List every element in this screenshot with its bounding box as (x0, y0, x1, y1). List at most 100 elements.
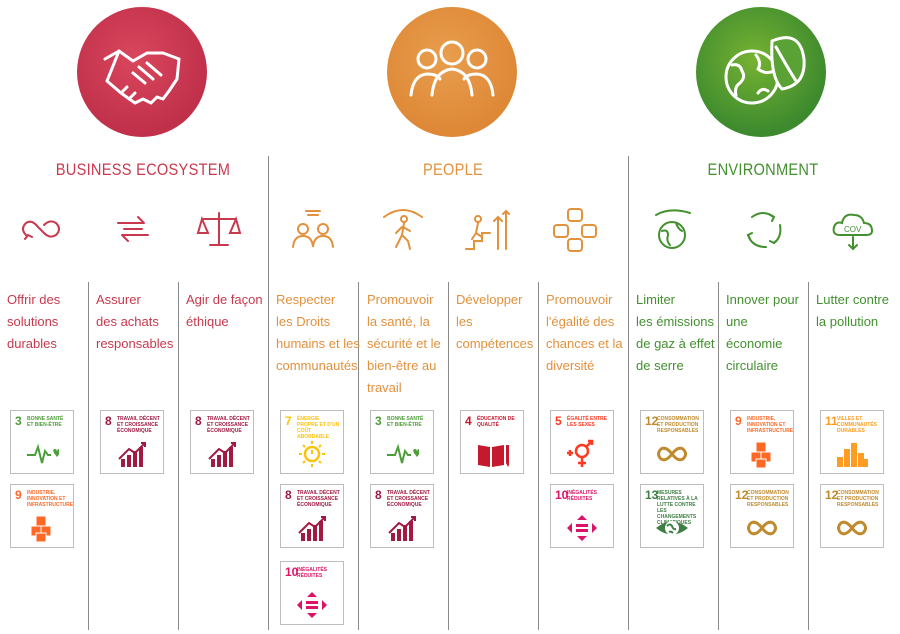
text-line: solutions (7, 314, 59, 329)
sdg-label: ÉDUCATION DE QUALITÉ (477, 416, 515, 428)
circular-arrows-icon (740, 205, 786, 253)
sdg-label: ÉGALITÉ ENTRE LES SEXES (567, 416, 608, 428)
sdg-label: ÉNERGIE PROPRE ET D'UN COÛT ABORDABLE (297, 416, 340, 440)
sdg-number: 8 (195, 414, 202, 428)
column-divider (358, 282, 359, 630)
sdg-number: 3 (375, 414, 382, 428)
section-title-people: PEOPLE (422, 160, 484, 179)
section-divider (268, 156, 269, 630)
earth-leaf-icon (724, 36, 806, 105)
column-divider (448, 282, 449, 630)
text-line: éthique (186, 314, 229, 329)
stairs-growth-icon (464, 205, 510, 253)
text-line: Développer les (456, 292, 523, 329)
infinity-icon (837, 520, 867, 536)
text-line: Agir de façon (186, 292, 263, 307)
column-divider (538, 282, 539, 630)
text-line: sécurité et le (367, 336, 441, 351)
sdg-label: BONNE SANTÉ ET BIEN-ÊTRE (27, 416, 64, 428)
column-text-limiter: Limiter les émissions de gaz à effet de … (636, 289, 716, 377)
text-line: responsables (96, 336, 174, 351)
sdg-label: TRAVAIL DÉCENT ET CROISSANCE ÉCONOMIQUE (117, 416, 160, 434)
sdg-tile-sdg7: 7 ÉNERGIE PROPRE ET D'UN COÛT ABORDABLE (280, 410, 344, 474)
column-text-assurer: Assurer des achats responsables (96, 289, 176, 355)
column-text-respecter: Respecter les Droits humains et les comm… (276, 289, 360, 377)
svg-text:COV: COV (844, 225, 862, 234)
section-divider (628, 156, 629, 630)
text-line: Respecter (276, 292, 336, 307)
text-line: Lutter contre (816, 292, 889, 307)
hands-together-icon (552, 205, 598, 253)
sdg-tile-sdg8: 8 TRAVAIL DÉCENT ET CROISSANCE ÉCONOMIQUE (370, 484, 434, 548)
sdg-number: 8 (105, 414, 112, 428)
heartbeat-icon (27, 443, 59, 464)
sdg-number: 12 (735, 488, 749, 502)
text-line: les émissions (636, 314, 715, 329)
sdg-label: TRAVAIL DÉCENT ET CROISSANCE ÉCONOMIQUE (387, 490, 430, 508)
text-line: travail (367, 380, 402, 395)
text-line: la santé, la (367, 314, 430, 329)
growth-chart-icon (208, 442, 236, 467)
sdg-number: 7 (285, 414, 292, 428)
sdg-number: 12 (645, 414, 659, 428)
column-text-promouvoir-egalite: Promouvoir l'égalité des chances et la d… (546, 289, 626, 377)
cubes-icon (750, 441, 772, 469)
text-line: circulaire (726, 358, 779, 373)
text-line: chances et la (546, 336, 623, 351)
sdg-number: 8 (375, 488, 382, 502)
infinity-icon (657, 446, 687, 462)
people-circle (387, 7, 517, 137)
text-line: durables (7, 336, 57, 351)
book-icon (478, 445, 509, 467)
sdg-label: VILLES ET COMMUNAUTÉS DURABLES (837, 416, 877, 434)
sdg-label: INDUSTRIE, INNOVATION ET INFRASTRUCTURE (747, 416, 794, 434)
two-people-icon (290, 205, 336, 253)
sdg-label: TRAVAIL DÉCENT ET CROISSANCE ÉCONOMIQUE (207, 416, 250, 434)
sun-power-icon (299, 441, 325, 467)
cov-cloud-icon: COV (830, 205, 876, 253)
handshake-icon (103, 49, 181, 105)
text-line: Limiter (636, 292, 676, 307)
sdg-number: 4 (465, 414, 472, 428)
sdg-number: 3 (15, 414, 22, 428)
sdg-tile-sdg4: 4 ÉDUCATION DE QUALITÉ (460, 410, 524, 474)
text-line: de gaz à effet (636, 336, 715, 351)
growth-chart-icon (118, 442, 146, 467)
text-line: l'égalité des (546, 314, 615, 329)
text-line: des achats (96, 314, 159, 329)
equality-arrows-icon (297, 592, 327, 618)
equality-arrows-icon (567, 515, 597, 541)
column-text-agir: Agir de façon éthique (186, 289, 270, 333)
column-text-promouvoir-sante: Promouvoir la santé, la sécurité et le b… (367, 289, 447, 399)
heartbeat-icon (387, 443, 419, 464)
people-icon (409, 40, 495, 97)
sdg-number: 11 (825, 414, 838, 428)
infinity-arrows-icon (18, 205, 64, 253)
text-line: les Droits (276, 314, 331, 329)
text-line: Assurer (96, 292, 141, 307)
text-line: diversité (546, 358, 595, 373)
column-text-offrir: Offrir des solutions durables (7, 289, 87, 355)
globe-hand-icon (650, 205, 696, 253)
column-text-innover: Innover pour une économie circulaire (726, 289, 806, 377)
text-line: communautés (276, 358, 358, 373)
sdg-number: 13 (645, 488, 659, 502)
column-text-lutter: Lutter contre la pollution (816, 289, 898, 333)
text-line: une économie (726, 314, 783, 351)
column-divider (178, 282, 179, 630)
section-title-business: BUSINESS ECOSYSTEM (55, 160, 231, 179)
growth-chart-icon (388, 516, 416, 541)
cubes-icon (30, 515, 52, 543)
sdg-label: INÉGALITÉS RÉDUITES (567, 490, 598, 502)
section-title-environment: ENVIRONMENT (707, 160, 819, 179)
sdg-label: CONSOMMATION ET PRODUCTION RESPONSABLES (747, 490, 789, 508)
text-line: de serre (636, 358, 684, 373)
